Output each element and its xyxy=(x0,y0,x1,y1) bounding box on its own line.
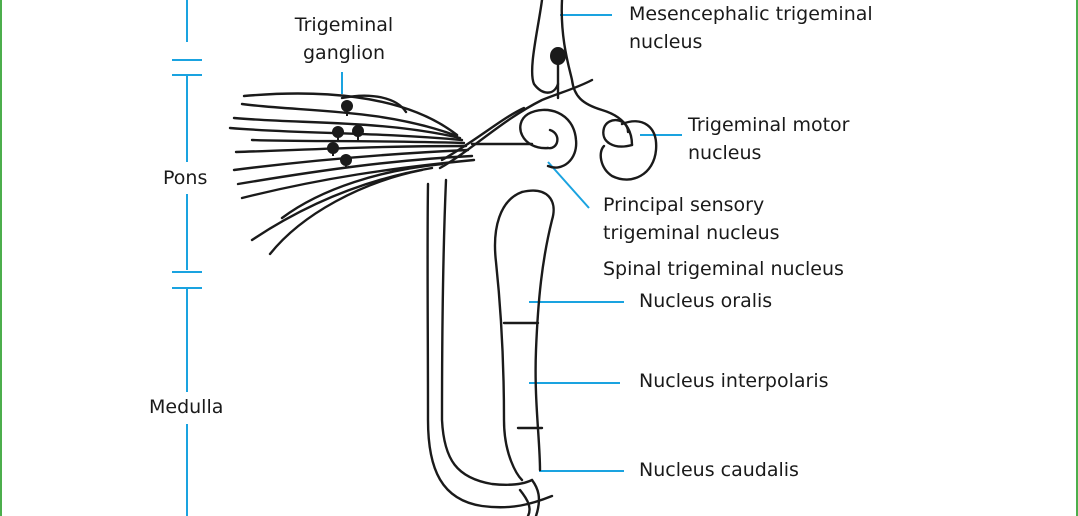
motor-nucleus-label: Trigeminal motor nucleus xyxy=(688,111,849,167)
mesencephalic-line-1: Mesencephalic trigeminal xyxy=(629,3,873,25)
mesencephalic-line-2: nucleus xyxy=(629,31,703,53)
nucleus-caudalis-label: Nucleus caudalis xyxy=(639,459,799,481)
trigeminal-ganglion-line-1: Trigeminal xyxy=(294,14,394,36)
level-scale xyxy=(172,0,202,516)
ganglion-cell-bodies xyxy=(327,100,364,168)
trigeminal-ganglion-label: Trigeminal ganglion xyxy=(270,11,418,67)
leader-lines xyxy=(341,14,682,472)
nucleus-oralis-label: Nucleus oralis xyxy=(639,290,773,312)
principal-sensory-nucleus-label: Principal sensory trigeminal nucleus xyxy=(603,191,780,247)
mesencephalic-nucleus-label: Mesencephalic trigeminal nucleus xyxy=(629,0,873,56)
principal-sensory-line-2: trigeminal nucleus xyxy=(603,222,780,244)
cell-bodies xyxy=(327,47,566,168)
motor-nucleus-line-1: Trigeminal motor xyxy=(688,114,850,136)
spinal-nucleus-label: Spinal trigeminal nucleus xyxy=(603,258,844,280)
principal-sensory-line-1: Principal sensory xyxy=(603,194,765,216)
nerve-drawing xyxy=(228,0,658,516)
trigeminal-ganglion-line-2: ganglion xyxy=(302,42,386,64)
medulla-label: Medulla xyxy=(149,396,224,418)
motor-nucleus-line-2: nucleus xyxy=(688,142,762,164)
principal-leader xyxy=(547,161,590,209)
mesencephalic-cell-body xyxy=(550,47,566,65)
pons-label: Pons xyxy=(163,167,208,189)
nucleus-interpolaris-label: Nucleus interpolaris xyxy=(639,370,829,392)
